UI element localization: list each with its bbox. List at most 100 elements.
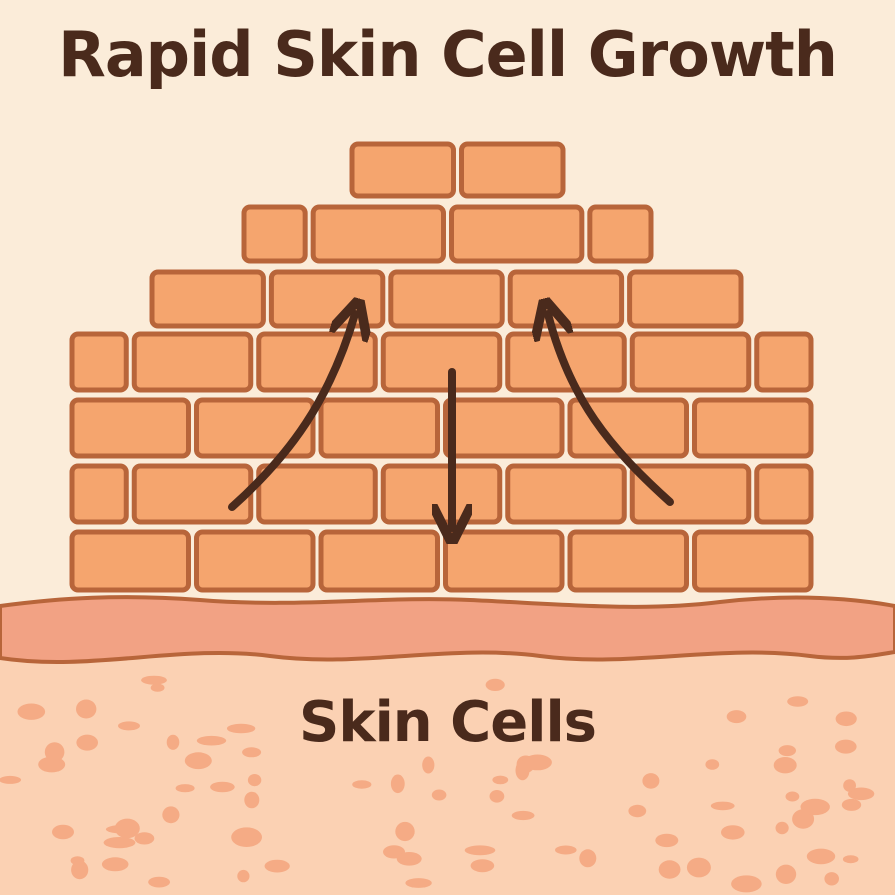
skin-dot: [134, 832, 155, 845]
skin-dot: [396, 852, 422, 866]
skin-dot: [731, 875, 762, 893]
skin-dot: [264, 859, 290, 873]
brick: [310, 204, 446, 264]
brick: [505, 463, 627, 525]
skin-dot: [103, 837, 136, 849]
skin-dot: [231, 827, 262, 847]
brick: [692, 397, 814, 459]
skin-dot: [44, 742, 65, 762]
brick: [149, 269, 266, 329]
brick: [69, 331, 129, 393]
skin-dot: [242, 747, 262, 758]
skin-dot: [778, 745, 796, 757]
skin-dot: [470, 859, 495, 873]
skin-dot: [405, 878, 432, 888]
skin-dot: [658, 860, 681, 879]
brick: [380, 331, 503, 393]
arrow-up-right-icon: [548, 314, 674, 506]
brick: [131, 331, 254, 393]
skin-dot: [710, 801, 735, 811]
skin-dot: [175, 784, 195, 793]
skin-dot: [579, 849, 597, 868]
brick: [69, 529, 191, 593]
skin-dot: [628, 804, 647, 818]
brick: [69, 397, 191, 459]
skin-dot: [150, 683, 165, 692]
brick: [241, 204, 308, 264]
skin-dot: [489, 790, 505, 803]
brick: [754, 463, 814, 525]
skin-dot: [686, 857, 711, 878]
skin-dot: [806, 848, 836, 865]
skin-dot: [843, 779, 856, 792]
skin-dot: [244, 791, 260, 809]
skin-dot: [390, 774, 405, 794]
skin-dot: [842, 855, 859, 864]
skin-dot: [52, 824, 74, 840]
brick: [449, 204, 585, 264]
brick: [388, 269, 505, 329]
brick: [194, 529, 316, 593]
skin-dot: [162, 806, 180, 824]
skin-dot: [247, 774, 262, 787]
brick: [587, 204, 654, 264]
skin-dot: [118, 721, 140, 731]
skin-dot: [101, 857, 129, 872]
skin-dot: [141, 675, 167, 685]
skin-dot: [800, 798, 830, 816]
skin-dot: [0, 775, 22, 784]
skin-surface-layer: [0, 595, 895, 664]
brick: [69, 463, 129, 525]
skin-dot: [210, 781, 235, 793]
skin-dot: [705, 759, 720, 770]
skin-dot: [17, 703, 46, 720]
skin-dot: [523, 754, 552, 771]
skin-dot: [71, 860, 89, 880]
skin-dot: [114, 818, 140, 839]
skin-dot: [775, 864, 797, 884]
skin-dot: [841, 798, 862, 811]
skin-dot: [166, 734, 180, 750]
skin-cells-label: Skin Cells: [299, 690, 597, 755]
brick: [692, 529, 814, 593]
skin-dot: [835, 739, 857, 754]
skin-dot: [555, 845, 577, 855]
skin-dot: [431, 789, 447, 801]
skin-dot: [773, 757, 797, 774]
brick: [380, 463, 503, 525]
skin-dot: [642, 773, 660, 789]
brick: [318, 397, 440, 459]
brick: [443, 529, 565, 593]
brick: [131, 463, 254, 525]
brick: [194, 397, 316, 459]
brick: [459, 141, 566, 199]
skin-dot: [184, 752, 212, 770]
arrow-up-left-icon: [228, 314, 355, 511]
skin-tissue: [0, 652, 895, 895]
skin-dot: [785, 791, 800, 802]
skin-dots: [0, 675, 875, 893]
brick: [627, 269, 744, 329]
skin-dot: [76, 734, 98, 751]
skin-dot: [485, 678, 505, 692]
skin-dot: [148, 876, 171, 888]
brick: [567, 529, 689, 593]
skin-dot: [395, 821, 415, 842]
skin-dot: [726, 710, 747, 724]
skin-dot: [824, 872, 839, 886]
diagram-title: Rapid Skin Cell Growth: [58, 18, 838, 91]
skin-dot: [515, 760, 530, 781]
skin-dot: [237, 869, 250, 883]
brick: [256, 331, 378, 393]
brick: [349, 141, 456, 199]
skin-dot: [226, 723, 256, 734]
skin-dot: [352, 780, 372, 789]
skin-dot: [775, 821, 789, 835]
skin-dot: [511, 810, 535, 821]
skin-dot: [196, 735, 227, 746]
brick: [318, 529, 440, 593]
brick: [268, 269, 386, 329]
skin-dot: [835, 711, 857, 727]
